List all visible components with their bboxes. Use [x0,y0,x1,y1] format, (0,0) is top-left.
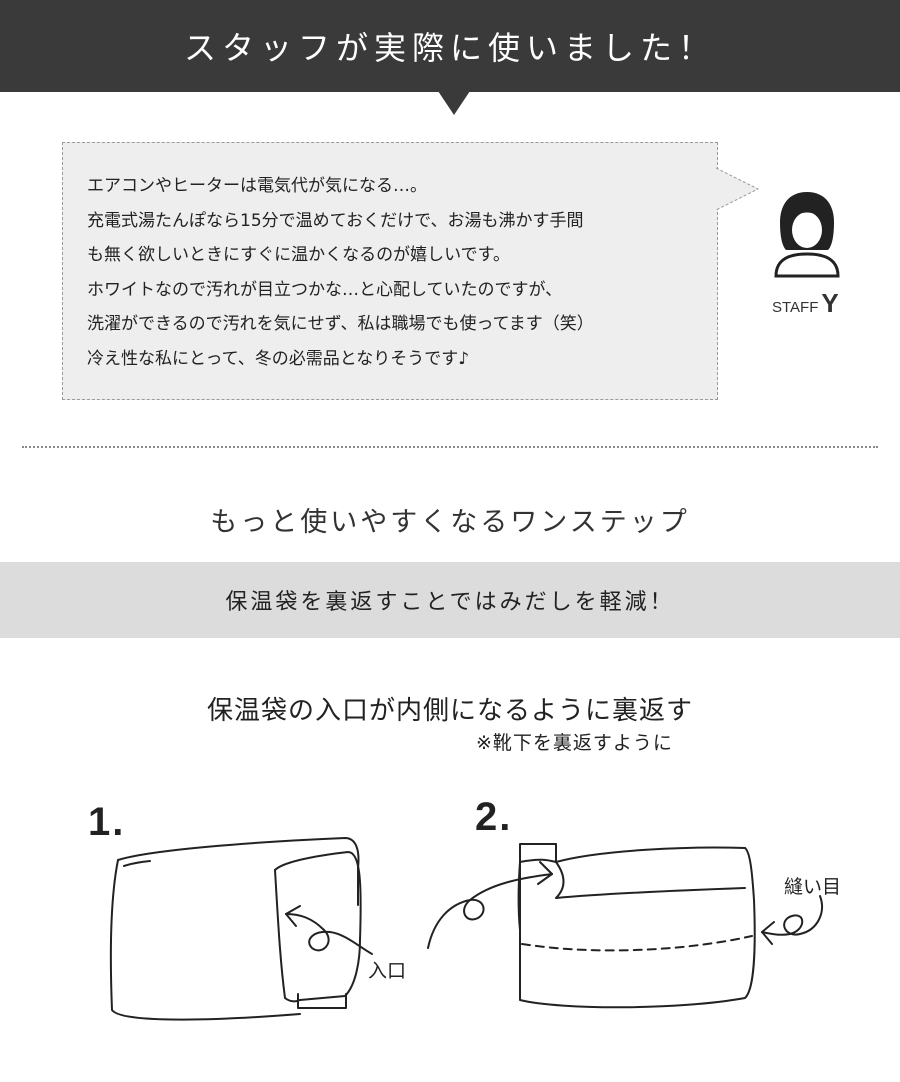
header-title: スタッフが実際に使いました！ [183,29,716,67]
entrance-label: 入口 [368,960,407,982]
instruction-note: ※靴下を裏返すように [476,732,673,754]
staff-comment-bubble: エアコンやヒーターは電気代が気になる…。 充電式湯たんぽなら15分で温めておくだ… [62,142,718,400]
dotted-divider [22,446,878,448]
section-heading: もっと使いやすくなるワンステップ [210,507,690,538]
comment-line: エアコンやヒーターは電気代が気になる…。 [87,176,427,196]
step-2-pouch-illustration [517,843,756,1009]
header-pointer-arrow [438,91,470,115]
comment-line: 充電式湯たんぽなら15分で温めておくだけで、お湯も沸かす手間 [87,210,584,231]
tip-text: 保温袋を裏返すことではみだしを軽減！ [225,590,675,615]
header-bar: スタッフが実際に使いました！ [0,0,900,92]
step-1-curl-arrow [285,905,373,955]
step-1-number: 1. [88,800,126,844]
comment-line: ホワイトなので汚れが目立つかな…と心配していたのですが、 [87,279,563,300]
seam-curl-arrow [761,895,823,945]
staff-prefix: STAFF [772,299,819,316]
instruction-title: 保温袋の入口が内側になるように裏返す [206,696,693,726]
staff-comment-text: エアコンやヒーターは電気代が気になる…。 充電式湯たんぽなら15分で温めておくだ… [87,169,594,376]
bubble-tail [716,167,760,211]
woman-avatar-icon [774,192,840,278]
comment-line: も無く欲しいときにすぐに温かくなるのが嬉しいです。 [87,245,510,265]
comment-line: 洗濯ができるので汚れを気にせず、私は職場でも使ってます（笑） [87,314,594,334]
step-1-pouch-illustration [109,837,362,1021]
step-2-number: 2. [475,795,513,839]
staff-initial: Y [821,288,839,318]
comment-line: 冷え性な私にとって、冬の必需品となりそうです♪ [87,348,470,369]
seam-label: 縫い目 [784,876,842,898]
tip-banner: 保温袋を裏返すことではみだしを軽減！ [0,562,900,638]
step-2-curl-arrow [427,861,553,949]
